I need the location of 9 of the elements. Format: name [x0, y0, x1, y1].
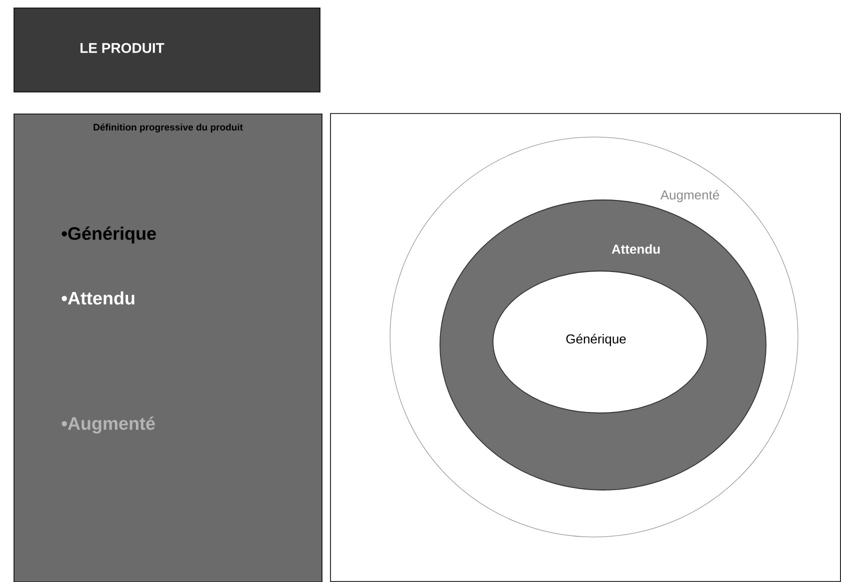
frame-box	[330, 113, 841, 582]
bullet-item: •Générique	[62, 226, 156, 244]
bullet-item: •Augmenté	[62, 416, 155, 434]
core-label: Générique	[566, 334, 626, 346]
bullet-item: •Attendu	[62, 291, 134, 305]
ring-label: Augmenté	[660, 190, 720, 202]
ring-label: Attendu	[612, 244, 660, 254]
panel-heading: Définition progressive du produit	[94, 124, 243, 132]
title-text: LE PRODUIT	[80, 43, 164, 53]
